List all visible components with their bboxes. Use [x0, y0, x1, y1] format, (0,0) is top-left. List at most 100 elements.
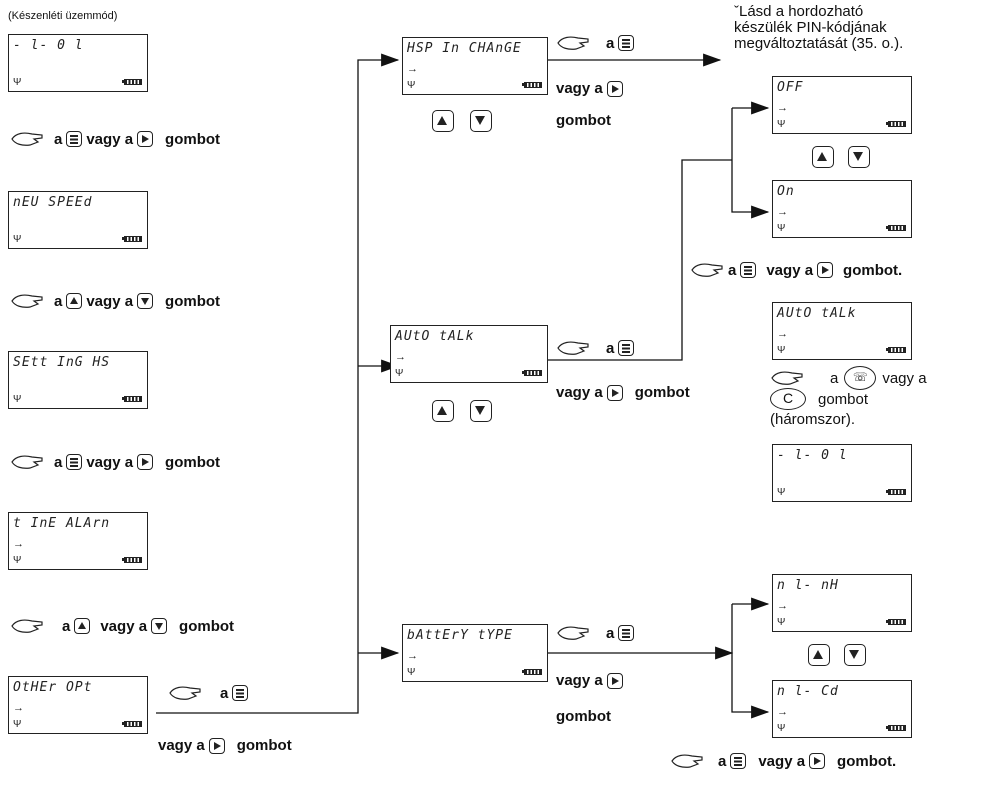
right-key-icon	[606, 80, 623, 97]
lcd-auto-talk-2: AUtO tALk → Ψ	[772, 302, 912, 360]
antenna-icon: Ψ	[777, 487, 786, 498]
arrow-icon: →	[777, 706, 788, 718]
text-vagy-a: vagy a	[766, 261, 814, 279]
pin-note-line-1: ˇLásd a hordozható	[734, 3, 864, 20]
instruction-hsp-a: a	[556, 34, 635, 52]
lcd-battery-type: bAttErY tYPE → Ψ	[402, 624, 548, 682]
lcd-text: OtHEr OPt	[13, 680, 93, 695]
standby-mode-label: (Készenléti üzemmód)	[8, 10, 118, 22]
text-a: a	[220, 684, 229, 702]
lcd-text: AUtO tALk	[777, 306, 857, 321]
battery-icon	[122, 236, 142, 242]
text-gombot: gombot.	[843, 261, 903, 279]
antenna-icon: Ψ	[407, 80, 416, 91]
down-key-icon	[470, 110, 492, 132]
hand-icon	[770, 369, 804, 387]
menu-key-icon	[618, 340, 635, 356]
text-a: a	[54, 292, 63, 310]
antenna-icon: Ψ	[13, 719, 22, 730]
antenna-icon: Ψ	[407, 667, 416, 678]
antenna-icon: Ψ	[13, 77, 22, 88]
text-gombot: gombot	[556, 112, 611, 129]
right-key-icon	[137, 454, 154, 470]
text-a: a	[718, 752, 727, 770]
text-a: a	[62, 617, 71, 635]
text-vagy-a: vagy a	[556, 384, 603, 401]
up-key-icon	[808, 644, 830, 666]
pin-note: ˇLásd a hordozható készülék PIN-kódjának…	[734, 4, 903, 52]
right-key-icon	[606, 384, 623, 401]
text-gombot: gombot	[556, 708, 611, 725]
menu-key-icon	[730, 753, 747, 769]
battery-updown-keys	[808, 644, 866, 666]
arrow-icon: →	[777, 102, 788, 114]
up-key-icon	[812, 146, 834, 168]
text-gombot: gombot	[165, 130, 221, 148]
antenna-icon: Ψ	[777, 345, 786, 356]
lcd-text: t InE ALArn	[13, 516, 111, 531]
text-a: a	[54, 130, 63, 148]
right-key-icon	[809, 753, 826, 769]
antenna-icon: Ψ	[395, 368, 404, 379]
instruction-3: a vagy a gombot	[10, 453, 220, 471]
instruction-otheropt-a: a	[168, 684, 249, 702]
arrow-icon: →	[13, 538, 24, 550]
menu-key-icon	[66, 131, 83, 147]
text-a: a	[728, 261, 737, 279]
right-key-icon	[208, 737, 225, 754]
text-vagy-a: vagy a	[758, 752, 806, 770]
instruction-hsp-c: gombot	[556, 112, 611, 129]
arrow-icon: →	[407, 650, 418, 662]
down-key-icon	[151, 618, 168, 634]
instruction-otheropt-b: vagy a gombot	[158, 737, 292, 754]
down-key-icon	[844, 644, 866, 666]
up-key-icon	[432, 110, 454, 132]
hand-icon	[168, 684, 202, 702]
hand-icon	[556, 339, 590, 357]
lcd-text: OFF	[777, 80, 804, 95]
text-a: a	[606, 339, 615, 357]
lcd-setting-hs: SEtt InG HS Ψ	[8, 351, 148, 409]
text-a: a	[606, 624, 615, 642]
text-gombot: gombot	[818, 390, 869, 408]
lcd-text: nEU SPEEd	[13, 195, 93, 210]
text-vagy-a: vagy a	[86, 453, 134, 471]
hand-icon	[556, 624, 590, 642]
arrow-icon: →	[13, 702, 24, 714]
arrow-icon: →	[407, 63, 418, 75]
instruction-talk-c: a ☏ vagy a C gombot (háromszor).	[770, 366, 980, 428]
antenna-icon: Ψ	[13, 555, 22, 566]
hand-icon	[10, 292, 44, 310]
lcd-text: HSP In CHAnGE	[407, 41, 522, 56]
right-key-icon	[606, 672, 623, 689]
battery-icon	[522, 82, 542, 88]
connector-otheropt	[156, 53, 400, 714]
battery-icon	[886, 121, 906, 127]
text-gombot: gombot.	[837, 752, 897, 770]
text-vagy-a: vagy a	[158, 737, 205, 754]
instruction-autotalk-b: vagy a gombot	[556, 384, 690, 401]
lcd-text: bAttErY tYPE	[407, 628, 513, 643]
battery-icon	[122, 79, 142, 85]
autotalk-updown-keys	[432, 400, 492, 422]
lcd-off: OFF → Ψ	[772, 76, 912, 134]
lcd-time-alarm: t InE ALArn → Ψ	[8, 512, 148, 570]
text-gombot: gombot	[634, 384, 690, 401]
instruction-right-1: a vagy a gombot.	[690, 261, 902, 279]
instruction-battery-a: a	[556, 624, 635, 642]
hand-icon	[556, 34, 590, 52]
menu-key-icon	[232, 685, 249, 701]
arrow-icon: →	[777, 328, 788, 340]
down-key-icon	[137, 293, 154, 309]
hand-icon	[670, 752, 704, 770]
antenna-icon: Ψ	[777, 223, 786, 234]
battery-icon	[122, 557, 142, 563]
instruction-4: a vagy a gombot	[10, 617, 234, 635]
hsp-updown-keys	[432, 110, 492, 132]
lcd-new-speed: nEU SPEEd Ψ	[8, 191, 148, 249]
battery-icon	[886, 725, 906, 731]
instruction-hsp-b: vagy a	[556, 80, 623, 97]
text-vagy-a: vagy a	[556, 672, 603, 689]
onoff-updown-keys	[812, 146, 870, 168]
text-a: a	[830, 369, 839, 387]
